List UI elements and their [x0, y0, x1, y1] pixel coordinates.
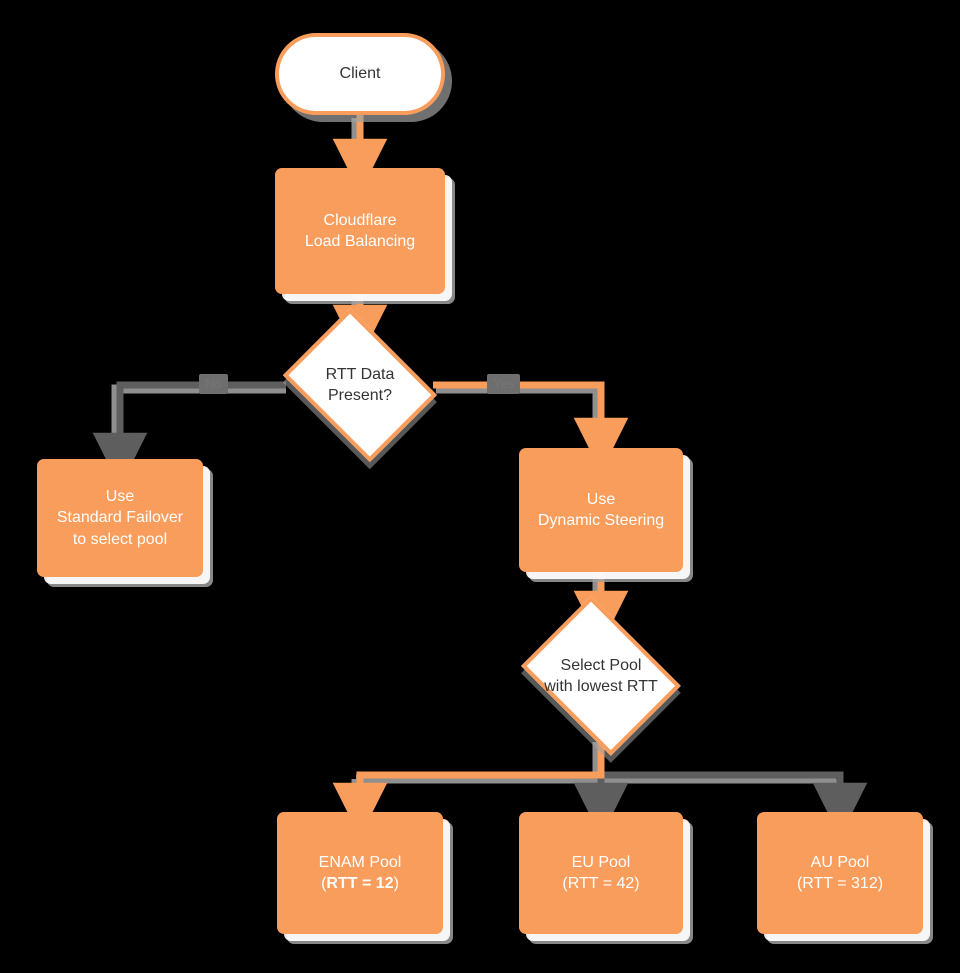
node-load-balancing[interactable]: Cloudflare Load Balancing: [275, 168, 445, 294]
edge-label-no: No: [199, 374, 228, 395]
pool-eu-rtt-close: ): [634, 875, 640, 892]
node-pool-enam[interactable]: ENAM Pool (RTT = 12): [277, 812, 443, 934]
node-select-pool-label: Select Pool with lowest RTT: [544, 656, 658, 695]
node-pool-au[interactable]: AU Pool (RTT = 312): [757, 812, 923, 934]
node-dynamic-steering[interactable]: Use Dynamic Steering: [519, 448, 683, 572]
pool-au-name: AU Pool: [810, 853, 870, 871]
edge-select-to-au: [601, 771, 868, 838]
node-rtt-decision[interactable]: RTT Data Present?: [273, 308, 447, 462]
pool-eu-name: EU Pool: [571, 853, 631, 871]
pool-eu-rtt-open: (: [562, 875, 568, 892]
pool-au-rtt-open: (: [796, 875, 803, 892]
pool-au-rtt: (RTT = 312): [797, 873, 883, 894]
pool-eu-rtt-value: RTT = 42: [567, 875, 635, 892]
pool-enam-rtt-value: RTT = 12: [326, 875, 394, 892]
edge-decision-no: [92, 381, 286, 488]
node-select-pool[interactable]: Select Pool with lowest RTT: [511, 596, 691, 756]
node-client-label: Client: [339, 65, 381, 83]
node-load-balancing-label: Cloudflare Load Balancing: [304, 211, 416, 250]
pool-eu-rtt: (RTT = 42): [562, 873, 639, 894]
edge-select-to-enam: [332, 744, 605, 838]
node-standard-failover-label: Use Standard Failover to select pool: [56, 488, 184, 548]
node-client[interactable]: Client: [275, 33, 445, 115]
pool-au-rtt-close: ): [877, 875, 884, 892]
pool-enam-rtt-open: (: [321, 875, 327, 892]
pool-enam-rtt: (RTT = 12): [321, 873, 399, 894]
node-rtt-decision-label: RTT Data Present?: [325, 365, 395, 404]
node-dynamic-steering-label: Use Dynamic Steering: [537, 490, 665, 529]
node-pool-eu[interactable]: EU Pool (RTT = 42): [519, 812, 683, 934]
node-standard-failover[interactable]: Use Standard Failover to select pool: [37, 459, 203, 577]
pool-au-rtt-value: RTT = 312: [802, 875, 878, 892]
pool-enam-rtt-close: ): [393, 875, 399, 892]
pool-enam-name: ENAM Pool: [318, 853, 402, 871]
edge-label-yes: Yes: [487, 374, 521, 395]
